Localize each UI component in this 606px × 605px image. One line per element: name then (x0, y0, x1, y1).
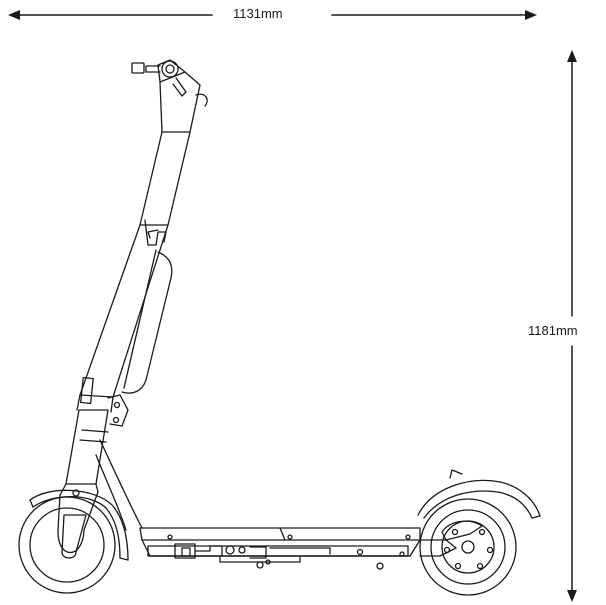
steering-stem (65, 59, 201, 485)
deck (139, 527, 421, 557)
rear-fender (417, 469, 541, 519)
height-dimension-label: 1181mm (528, 323, 578, 338)
width-dimension-label: 1131mm (233, 6, 283, 21)
handlebar (131, 60, 208, 107)
battery-pack (121, 249, 173, 394)
underbody-components (174, 543, 405, 570)
front-fork (57, 483, 99, 559)
folding-hinge (107, 394, 129, 427)
height-dimension-line (567, 50, 577, 602)
rear-wheel (419, 498, 517, 596)
folding-latch (144, 219, 167, 246)
width-dimension-line (8, 10, 537, 20)
front-wheel (18, 489, 129, 594)
frame-neck (95, 439, 143, 531)
